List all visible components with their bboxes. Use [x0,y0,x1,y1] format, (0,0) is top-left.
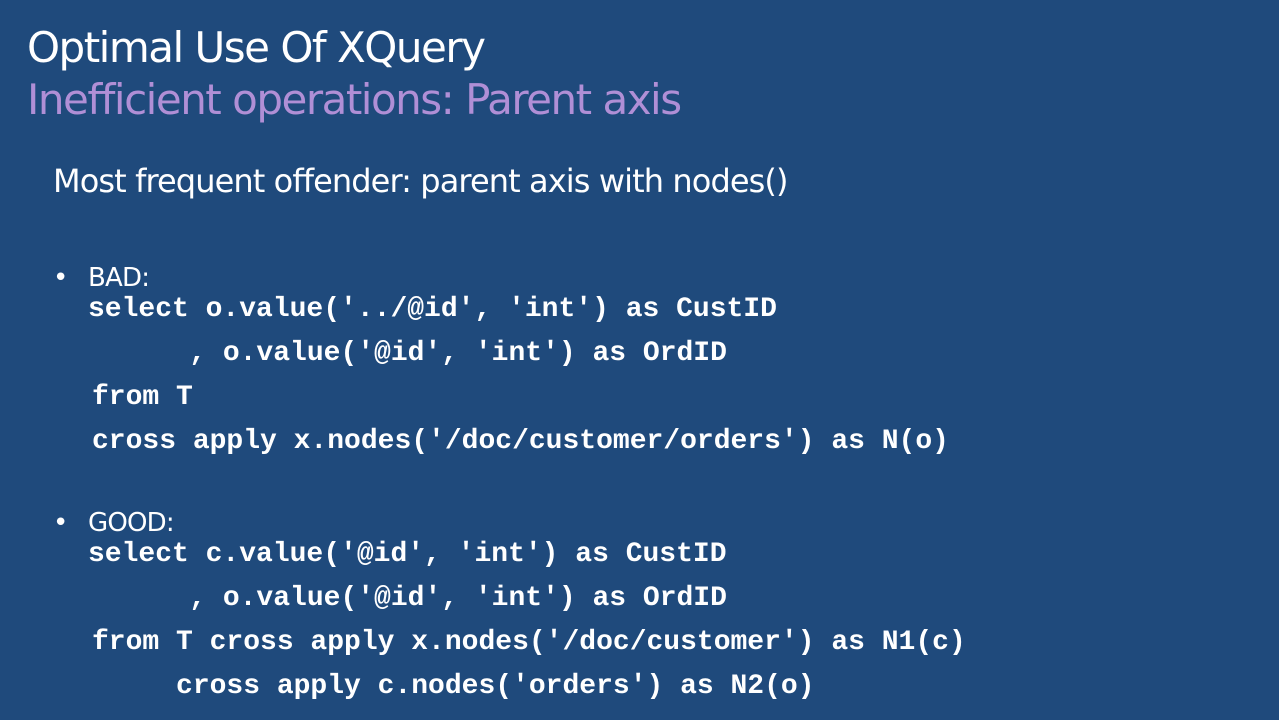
bullet-label-bad: BAD: [88,263,150,293]
code-line-good-3: from T cross apply x.nodes('/doc/custome… [92,627,966,658]
code-line-bad-4: cross apply x.nodes('/doc/customer/order… [92,426,949,457]
bullet-dot: • [53,263,68,293]
code-line-bad-1: select o.value('../@id', 'int') as CustI… [88,294,777,325]
code-line-bad-2: , o.value('@id', 'int') as OrdID [122,338,727,369]
code-line-good-1: select c.value('@id', 'int') as CustID [88,539,727,570]
bullet-dot: • [53,508,68,538]
code-line-good-2: , o.value('@id', 'int') as OrdID [122,583,727,614]
intro-text: Most frequent offender: parent axis with… [53,162,789,200]
bullet-label-good: GOOD: [88,508,175,538]
slide-subtitle: Inefficient operations: Parent axis [27,75,682,124]
slide-title: Optimal Use Of XQuery [27,23,486,72]
code-line-good-4: cross apply c.nodes('orders') as N2(o) [92,671,815,702]
code-line-bad-3: from T [92,382,193,413]
